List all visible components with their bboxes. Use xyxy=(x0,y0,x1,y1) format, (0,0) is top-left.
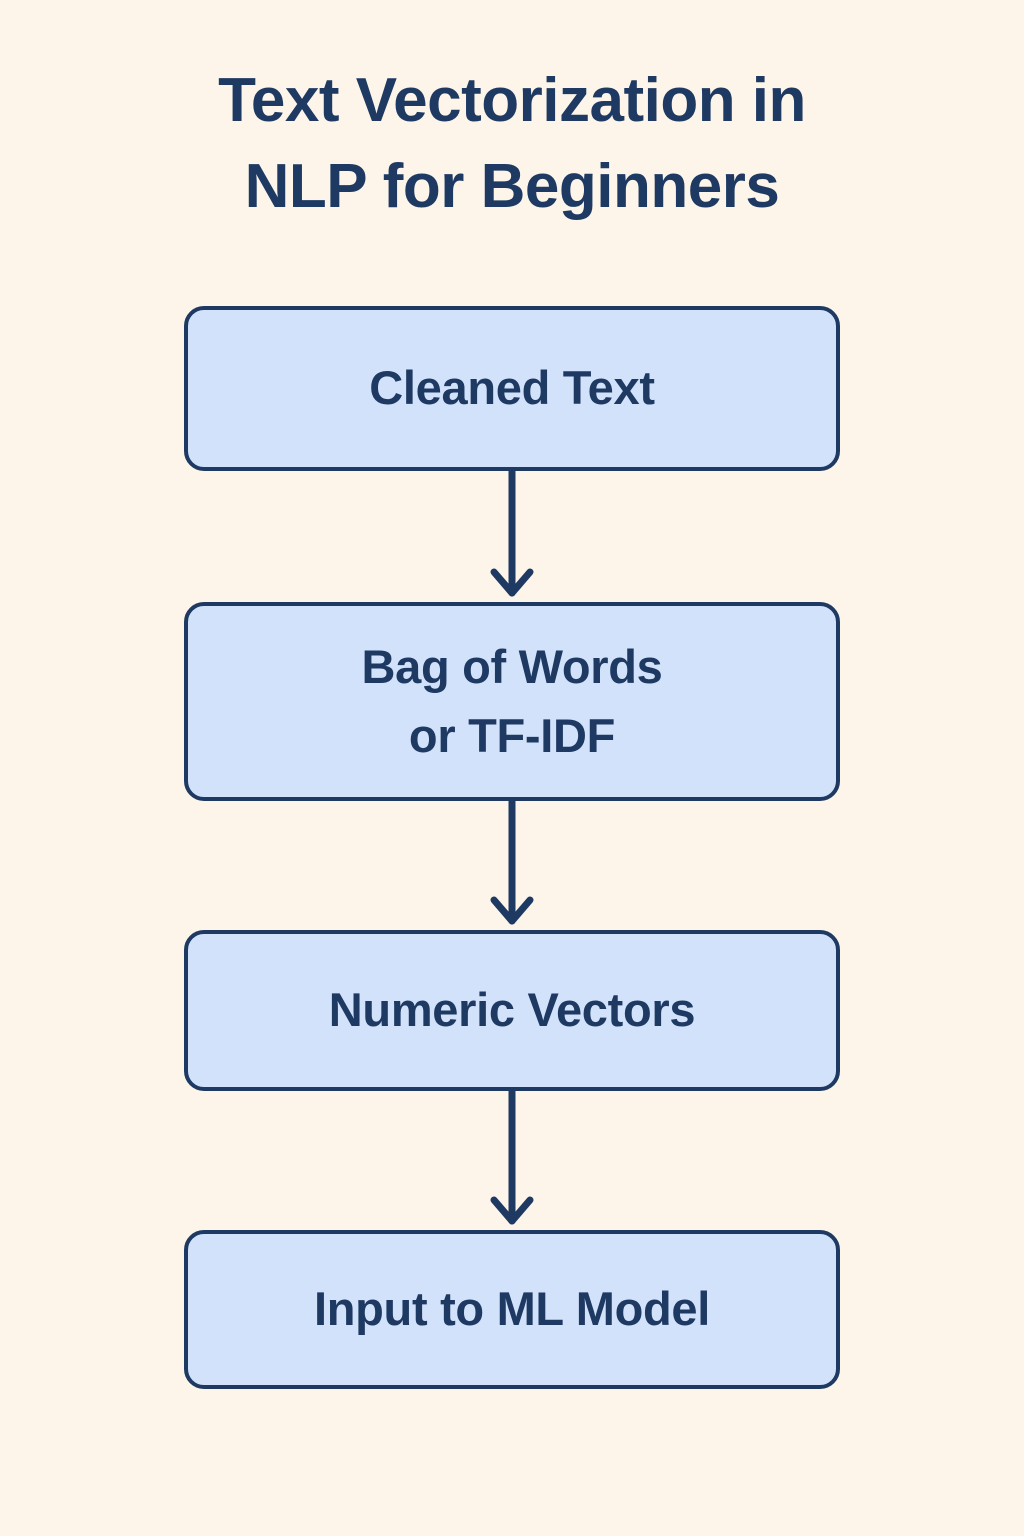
flow-step-ml-model-input[interactable]: Input to ML Model xyxy=(184,1230,840,1389)
flow-step-label: Cleaned Text xyxy=(369,361,655,415)
flow-step-label: Bag of Words or TF-IDF xyxy=(361,640,663,762)
flow-step-numeric-vectors[interactable]: Numeric Vectors xyxy=(184,930,840,1091)
arrow-down-icon-1 xyxy=(482,467,542,602)
page-title-line-2: NLP for Beginners xyxy=(244,151,780,221)
flow-step-cleaned-text[interactable]: Cleaned Text xyxy=(184,306,840,471)
page-title: Text Vectorization in NLP for Beginners xyxy=(0,58,1024,229)
flow-step-bow-tfidf[interactable]: Bag of Words or TF-IDF xyxy=(184,602,840,801)
page-title-line-1: Text Vectorization in xyxy=(218,66,806,135)
flow-step-label: Input to ML Model xyxy=(313,1282,711,1336)
arrow-down-icon-2 xyxy=(482,797,542,930)
flow-step-label: Numeric Vectors xyxy=(328,983,696,1037)
arrow-down-icon-3 xyxy=(482,1087,542,1230)
